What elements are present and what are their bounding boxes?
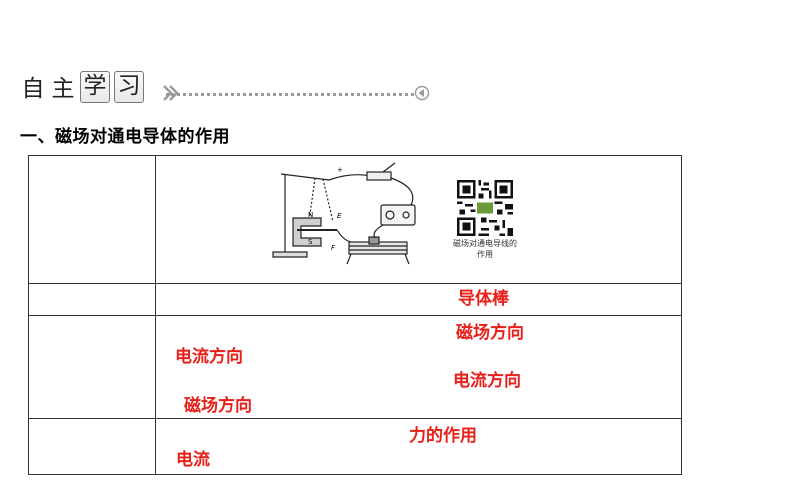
header-char-xi: 习 (114, 71, 144, 103)
table-row-divider (29, 283, 681, 284)
header-char-xue: 学 (80, 71, 110, 103)
point-e-label: E (337, 212, 342, 220)
experiment-apparatus-figure: N S E F + (272, 162, 416, 265)
table-row-divider (29, 315, 681, 316)
section-header: 自 主 学 习 (18, 71, 430, 108)
table-row-divider (29, 418, 681, 419)
end-arrow-icon (414, 85, 430, 101)
content-table (28, 155, 682, 475)
answer-conductor-rod: 导体棒 (458, 289, 509, 309)
header-char-zi: 自 (21, 76, 45, 102)
qr-code-icon[interactable] (457, 180, 513, 236)
answer-magnetic-field-direction-2: 磁场方向 (184, 396, 252, 416)
section-title: 一、磁场对通电导体的作用 (20, 127, 230, 147)
answer-force-action: 力的作用 (409, 426, 477, 446)
answer-current-direction-1: 电流方向 (175, 347, 243, 367)
dotted-divider (166, 93, 414, 96)
point-f-label: F (331, 244, 336, 252)
answer-magnetic-field-direction-1: 磁场方向 (456, 323, 524, 343)
answer-current: 电流 (176, 450, 210, 470)
qr-caption: 磁场对通电导线的作用 (453, 239, 517, 259)
answer-current-direction-2: 电流方向 (453, 371, 521, 391)
magnet-s-label: S (308, 238, 313, 246)
magnet-n-label: N (308, 211, 313, 219)
header-char-zhu: 主 (51, 76, 75, 102)
plus-terminal-label: + (337, 166, 343, 174)
